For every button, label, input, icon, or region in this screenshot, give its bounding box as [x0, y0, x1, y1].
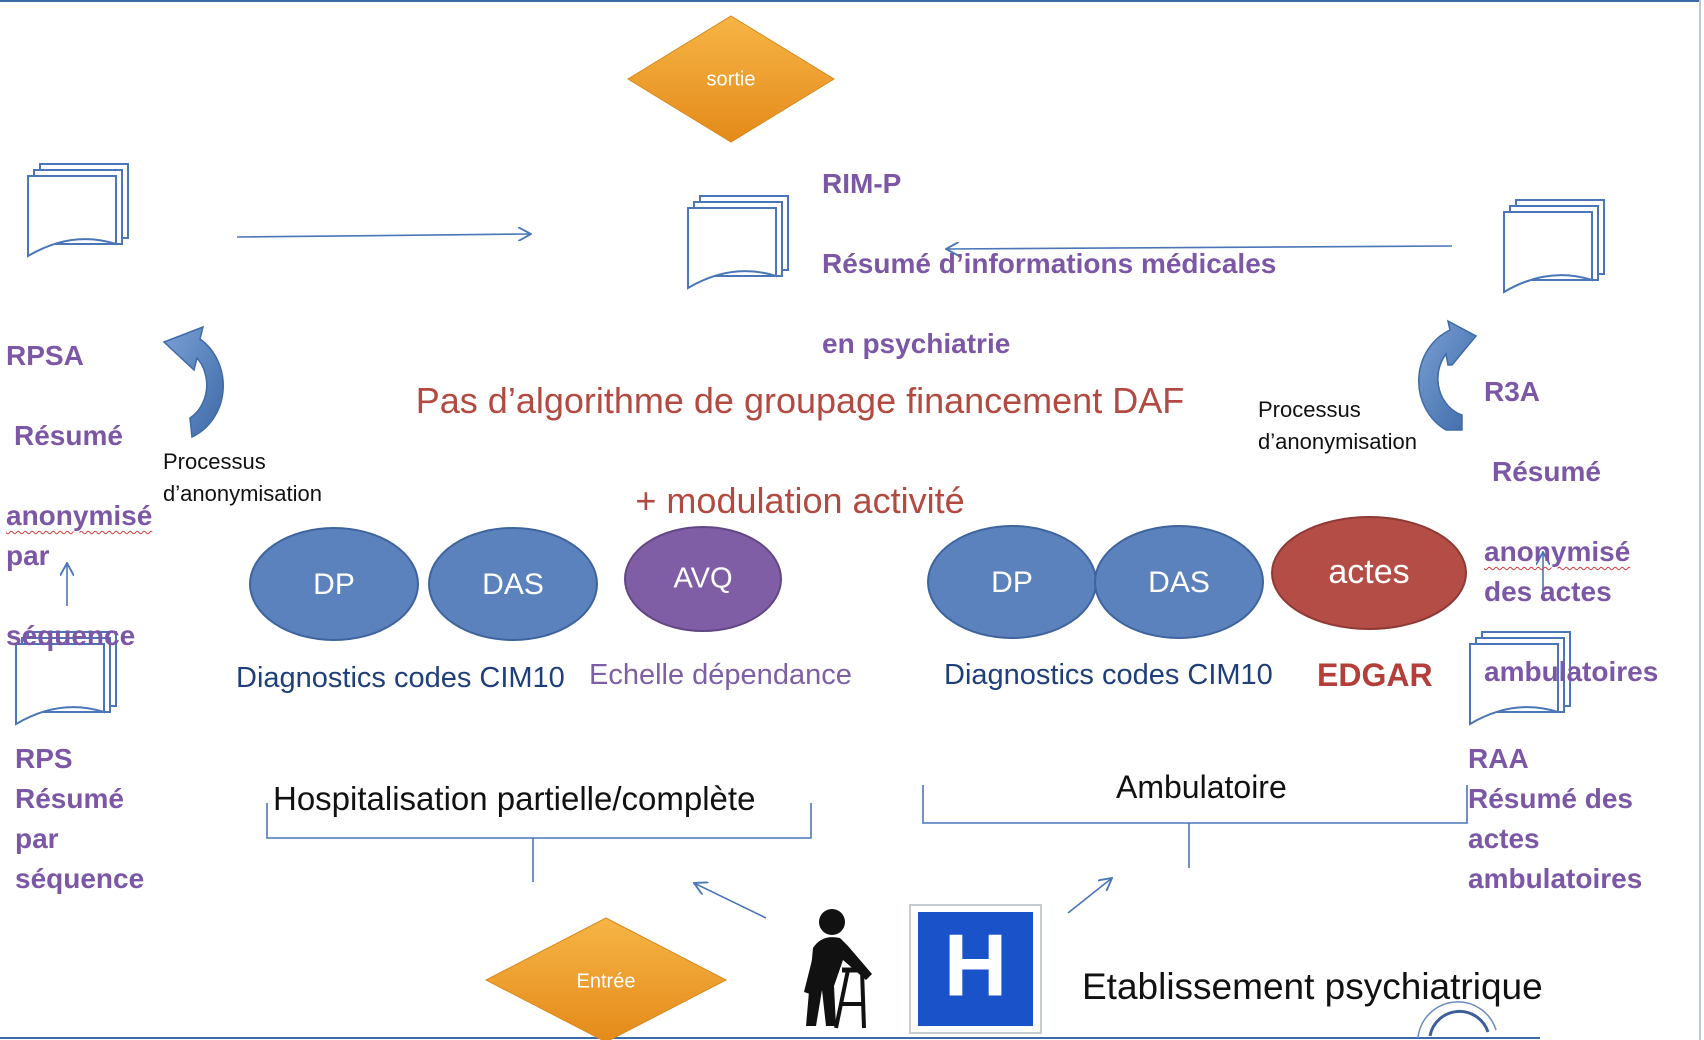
arrow-to-ambulatoire	[1067, 878, 1112, 914]
r3a-code: R3A	[1484, 376, 1541, 407]
r3a-line-actes: des actes	[1484, 576, 1612, 607]
raa-document-icon	[1469, 631, 1571, 726]
dependance-scale-caption: Echelle dépendance	[589, 659, 852, 691]
right-ellipse-actes: actes	[1271, 516, 1467, 630]
rpsa-line-resume: Résumé	[14, 420, 123, 451]
right-ellipse-actes-label: actes	[1328, 553, 1409, 591]
arrow-to-hospitalisation	[694, 883, 767, 919]
rpsa-document-icon	[27, 163, 129, 258]
anonymisation-arc-right	[1418, 319, 1478, 431]
headline-line2: + modulation activité	[635, 480, 965, 521]
edgar-caption: EDGAR	[1317, 657, 1433, 693]
rpsa-label: RPSA Résumé anonymisé par séquence	[6, 296, 152, 696]
arrow-rpsa-to-rimp	[236, 234, 531, 237]
rimp-title-line2: en psychiatrie	[822, 328, 1011, 359]
establishment-label: Etablissement psychiatrique	[1082, 966, 1543, 1007]
right-ellipse-das: DAS	[1094, 525, 1264, 639]
left-ellipse-das: DAS	[428, 527, 598, 641]
rpsa-line-par: par	[6, 540, 50, 571]
anonymisation-caption-right: Processus d’anonymisation	[1258, 397, 1417, 454]
central-headline: Pas d’algorithme de groupage financement…	[330, 326, 1270, 576]
left-ellipse-avq: AVQ	[624, 526, 782, 632]
rimp-code: RIM-P	[822, 168, 902, 199]
raa-label: RAA Résumé des actes ambulatoires	[1468, 743, 1643, 894]
rimp-title-line1: Résumé d’informations médicales	[822, 248, 1277, 279]
anonymisation-arc-left	[162, 325, 224, 439]
ambulatoire-bracket	[922, 785, 1468, 868]
social-security-seal-logo	[1417, 1001, 1497, 1039]
rps-document-icon	[15, 631, 117, 726]
right-ellipse-dp-label: DP	[991, 566, 1033, 599]
r3a-line-resume: Résumé	[1492, 456, 1601, 487]
exit-diamond: sortie	[627, 15, 835, 143]
left-ellipse-avq-label: AVQ	[673, 563, 732, 595]
r3a-label: R3A Résumé anonymisé des actes ambulatoi…	[1484, 332, 1658, 732]
anonymisation-caption-left: Processus d’anonymisation	[163, 449, 322, 506]
left-ellipse-das-label: DAS	[482, 568, 544, 601]
arrow-r3a-to-rimp	[946, 246, 1453, 249]
exit-diamond-label: sortie	[707, 68, 756, 90]
hospitalisation-bracket	[266, 803, 812, 882]
elderly-person-walker-icon	[804, 909, 872, 1029]
headline-line1: Pas d’algorithme de groupage financement…	[415, 380, 1185, 421]
rps-label: RPS Résumé par séquence	[15, 743, 145, 894]
hospital-sign-letter: H	[944, 915, 1008, 1014]
rpsa-code: RPSA	[6, 340, 84, 371]
entry-diamond-label: Entrée	[577, 970, 636, 992]
hospitalisation-label: Hospitalisation partielle/complète	[273, 780, 756, 817]
r3a-line-anonymise: anonymisé	[1484, 536, 1631, 567]
rimp-label: RIM-P Résumé d’informations médicales en…	[822, 124, 1276, 404]
right-ellipse-das-label: DAS	[1148, 566, 1210, 599]
rimp-document-icon	[687, 195, 789, 290]
entry-diamond: Entrée	[484, 917, 728, 1040]
left-ellipse-dp-label: DP	[313, 568, 355, 601]
ambulatoire-label: Ambulatoire	[1116, 769, 1287, 805]
r3a-document-icon	[1503, 199, 1605, 294]
rpsa-line-sequence: séquence	[6, 620, 136, 651]
r3a-line-ambulatoires: ambulatoires	[1484, 656, 1659, 687]
rpsa-line-anonymise: anonymisé	[6, 500, 153, 531]
hospital-sign-icon: H	[909, 904, 1042, 1034]
left-diagnostics-caption: Diagnostics codes CIM10	[236, 662, 565, 694]
right-diagnostics-caption: Diagnostics codes CIM10	[944, 659, 1273, 691]
left-ellipse-dp: DP	[249, 527, 419, 641]
